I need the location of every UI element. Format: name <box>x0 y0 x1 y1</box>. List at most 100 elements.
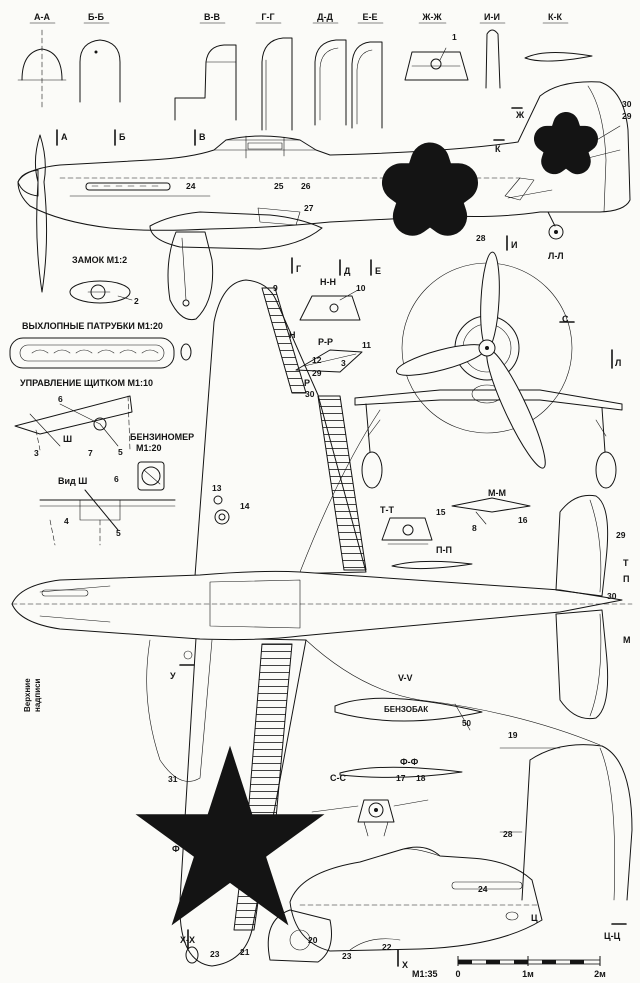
marker-t: Т <box>623 558 629 568</box>
view-sh-detail <box>39 489 176 546</box>
part-number-21: 21 <box>240 947 250 957</box>
part-number-24-bottom: 24 <box>478 884 488 894</box>
detail-nn <box>299 289 361 321</box>
side-view-rudder-line <box>587 85 607 213</box>
section-views-row <box>17 29 593 131</box>
part-number-22: 22 <box>382 942 392 952</box>
part-number-5-view: 5 <box>116 528 121 538</box>
part-number-13: 13 <box>212 483 222 493</box>
section-title-ee: Е-Е <box>362 12 377 22</box>
part-number-6-flap: 6 <box>58 394 63 404</box>
marker-f: Ф <box>172 844 180 854</box>
part-number-3-wing: 3 <box>341 358 346 368</box>
part-number-29-tail: 29 <box>616 530 626 540</box>
upper-markings-line-1: Верхние <box>23 678 32 712</box>
marker-v: В <box>199 132 206 142</box>
flap-control-label: УПРАВЛЕНИЕ ЩИТКОМ М1:10 <box>20 378 153 388</box>
lock-detail <box>69 280 133 304</box>
part-number-27: 27 <box>304 203 314 213</box>
part-number-23-hh: 23 <box>210 949 220 959</box>
part-number-9: 9 <box>273 283 278 293</box>
scale-two: 2м <box>594 969 606 979</box>
detail-mm <box>451 497 531 525</box>
side-view-main-gear <box>167 231 214 321</box>
detail-rr <box>295 349 363 373</box>
side-view-propeller <box>34 134 48 293</box>
section-title-rr: Р-Р <box>318 337 333 347</box>
marker-n: Н <box>289 330 296 340</box>
part-number-20: 20 <box>308 935 318 945</box>
plan-view-upper-aileron <box>261 287 307 394</box>
section-kk-airfoil <box>524 51 593 62</box>
flap-control-detail <box>14 395 133 451</box>
marker-l: Л <box>615 358 621 368</box>
plan-view-upper-stabilizer <box>555 494 609 597</box>
marker-e: Е <box>375 266 381 276</box>
marker-b: Б <box>119 132 126 142</box>
section-title-kk: К-К <box>548 12 562 22</box>
section-title-bb: Б-Б <box>88 12 104 22</box>
marker-d: Д <box>344 266 351 276</box>
part-number-12: 12 <box>312 355 322 365</box>
marker-u: У <box>170 671 176 681</box>
part-number-30: 30 <box>622 99 632 109</box>
detail-ss <box>311 799 429 837</box>
side-view <box>17 81 631 321</box>
section-title-nn: Н-Н <box>320 277 336 287</box>
lower-right-fin <box>499 744 633 901</box>
part-number-7: 7 <box>88 448 93 458</box>
exhaust-detail <box>9 337 192 369</box>
part-number-19: 19 <box>508 730 518 740</box>
part-number-30-wing: 30 <box>305 389 315 399</box>
marker-c: Ц <box>531 913 538 923</box>
part-number-26: 26 <box>301 181 311 191</box>
plan-view-fuselage <box>11 570 623 641</box>
section-vv-shape <box>174 44 237 121</box>
section-title-mm: М-М <box>488 488 506 498</box>
upper-markings-note: Верхние надписи <box>23 678 42 712</box>
section-title-ss: С-С <box>330 773 346 783</box>
section-title-cc: Ц-Ц <box>604 931 621 941</box>
part-number-1: 1 <box>452 32 457 42</box>
scale-one: 1м <box>522 969 534 979</box>
part-number-24: 24 <box>186 181 196 191</box>
part-number-6-view: 6 <box>114 474 119 484</box>
marker-r: Р <box>304 378 310 388</box>
fitting-detail <box>213 495 230 525</box>
plan-view-gear-well <box>146 639 213 782</box>
plan-view-lower-wing <box>179 637 307 967</box>
side-view-tail-wheel <box>548 224 564 240</box>
section-pp-airfoil <box>391 560 473 570</box>
detail-tt <box>381 517 433 545</box>
part-number-18: 18 <box>416 773 426 783</box>
section-title-dd: Д-Д <box>317 12 333 22</box>
plan-labels-upper: 9 Н-Н 10 Н Р-Р 11 12 29 Р 30 3 <box>273 277 371 399</box>
bottom-side-view <box>185 846 627 967</box>
bottom-view-gear <box>267 909 332 963</box>
bottom-view-fuselage <box>289 846 543 952</box>
section-dd-shape <box>314 39 347 126</box>
section-title-ff: Ф-Ф <box>400 757 419 767</box>
part-number-4: 4 <box>64 516 69 526</box>
part-number-17: 17 <box>396 773 406 783</box>
view-sh-label: Вид Ш <box>58 476 87 486</box>
part-number-3-flap: 3 <box>34 448 39 458</box>
marker-m: М <box>623 635 631 645</box>
marker-k: К <box>495 144 501 154</box>
plan-labels-tail: Т-Т 15 М-М 8 16 П-П 29 Т П 30 М <box>380 488 631 645</box>
lock-label: ЗАМОК М1:2 <box>72 255 127 265</box>
part-number-2: 2 <box>134 296 139 306</box>
section-title-uu: V-V <box>398 673 413 683</box>
side-view-fuselage <box>17 81 631 231</box>
section-gg-shape <box>261 37 293 131</box>
side-view-exhaust <box>85 182 171 191</box>
front-view <box>354 251 623 489</box>
section-title-gg: Г-Г <box>261 12 274 22</box>
part-number-29: 29 <box>622 111 632 121</box>
section-title-ii: И-И <box>484 12 500 22</box>
marker-a: А <box>61 132 68 142</box>
fuel-gauge-detail <box>137 461 165 491</box>
section-ii-shape <box>485 29 501 89</box>
